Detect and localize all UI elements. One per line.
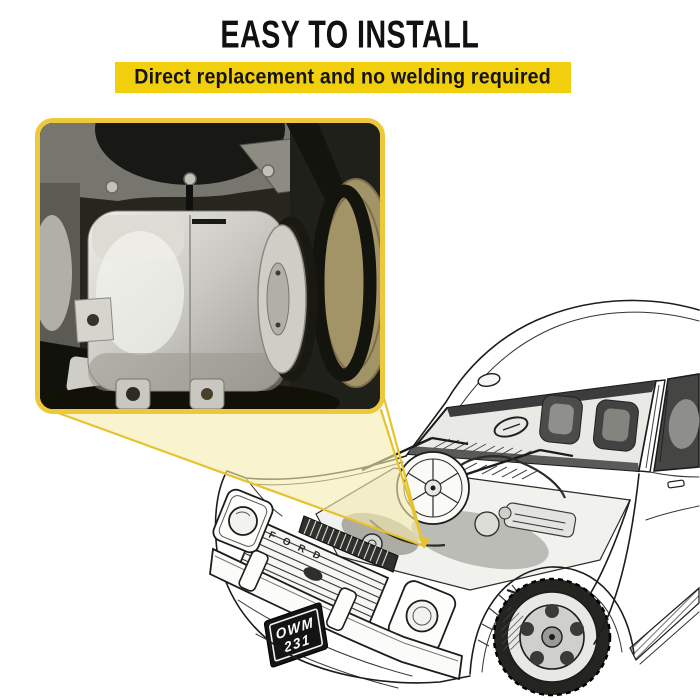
- quarter-window: [653, 373, 700, 472]
- rocker-trim: [629, 586, 700, 665]
- subheadline-banner: Direct replacement and no welding requir…: [115, 62, 571, 93]
- license-plate: OWM 231: [263, 602, 329, 668]
- door-shut-line: [593, 473, 640, 645]
- headlight-left: [212, 488, 274, 554]
- car-body: FORD: [209, 299, 700, 697]
- air-cleaner: [396, 451, 470, 525]
- front-bumper: [209, 547, 463, 681]
- callout-beam: [48, 396, 430, 549]
- bolt: [183, 172, 197, 186]
- beam-tip: [418, 535, 430, 549]
- headline: EASY TO INSTALL: [220, 12, 480, 57]
- bolt: [105, 180, 119, 194]
- headline-wrap: EASY TO INSTALL: [0, 12, 700, 57]
- windshield-interior: [406, 379, 658, 473]
- compressor-photo-inset: [35, 118, 385, 414]
- compressor-photo: [40, 123, 380, 409]
- grille-emblem: [303, 567, 323, 581]
- ac-compressor: [40, 185, 340, 409]
- roof-outline: [405, 299, 700, 457]
- side-mirror: [477, 373, 501, 387]
- subheadline-text: Direct replacement and no welding requir…: [134, 65, 552, 89]
- door-handle: [667, 479, 685, 489]
- bumper-guard-right: [325, 587, 357, 632]
- carburetor: [474, 511, 500, 537]
- shoulder-line: [649, 471, 700, 478]
- top-stud: [186, 185, 193, 217]
- bumper-guard-left: [238, 549, 269, 592]
- steering-wheel: [493, 416, 529, 438]
- lower-body-line: [225, 581, 471, 684]
- wheel-arch: [469, 566, 635, 675]
- front-wheel-assembly: [469, 566, 635, 697]
- bolt: [261, 164, 275, 178]
